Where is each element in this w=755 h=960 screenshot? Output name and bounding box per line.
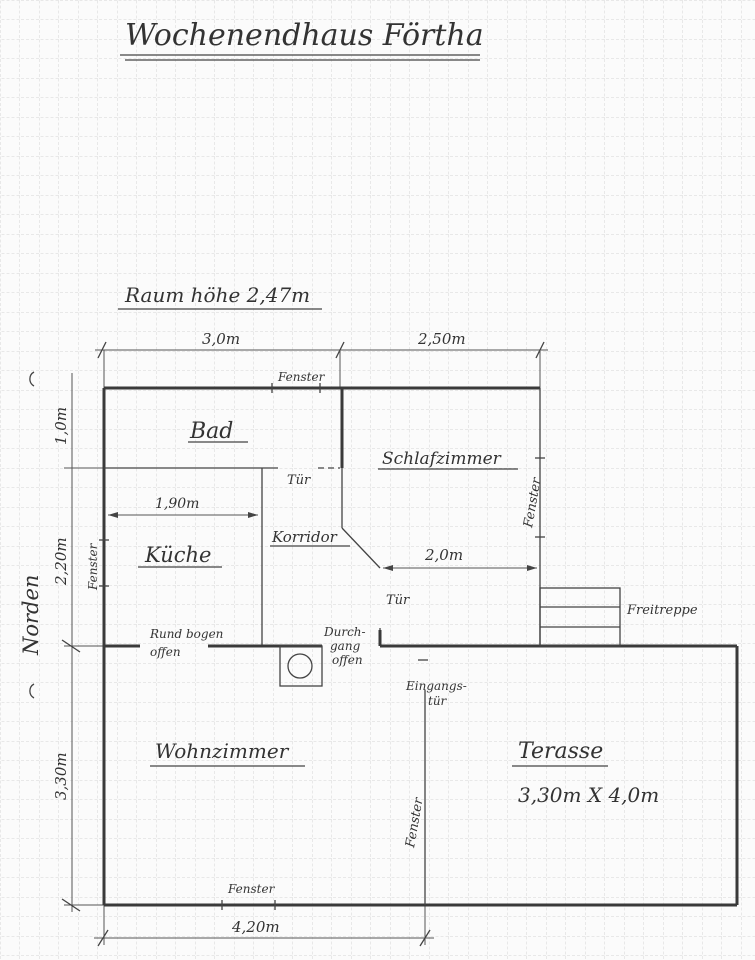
dim-left-kueche: 2,20m — [52, 537, 70, 586]
room-height: Raum höhe 2,47m — [124, 283, 310, 307]
label-eingangstuer-2: tür — [428, 694, 448, 708]
punch-hole — [29, 683, 35, 699]
room-korridor: Korridor — [271, 528, 338, 546]
dim-kueche-width: 1,90m — [155, 496, 199, 512]
room-bad: Bad — [189, 419, 233, 444]
room-kueche: Küche — [144, 543, 211, 567]
chimney-stove — [279, 645, 323, 687]
title: Wochenendhaus Förtha — [125, 18, 484, 53]
label-fenster-bottom: Fenster — [227, 882, 276, 896]
window-marks — [99, 383, 545, 910]
dim-left-bad: 1,0m — [52, 407, 70, 445]
label-durchgang-gang: gang — [330, 639, 361, 653]
dim-bottom: 4,20m — [231, 918, 280, 936]
bottom-dimension: 4,20m — [94, 905, 434, 947]
label-rundbogen: Rund bogen — [149, 627, 223, 641]
label-tuer-bad: Tür — [287, 473, 311, 488]
label-durchgang: Durch- — [323, 625, 366, 639]
label-fenster-top: Fenster — [277, 370, 326, 384]
punch-hole — [29, 371, 35, 387]
dim-left-wohn: 3,30m — [52, 752, 70, 800]
label-rundbogen-offen: offen — [150, 645, 181, 659]
freitreppe-stairs — [539, 587, 621, 647]
label-eingangstuer: Eingangs- — [405, 679, 467, 693]
room-terasse: Terasse — [518, 739, 603, 764]
label-tuer-schlaf: Tür — [386, 593, 410, 608]
dim-top-right: 2,50m — [417, 330, 466, 348]
dim-schlaf-width: 2,0m — [424, 546, 463, 564]
label-norden: Norden — [19, 575, 43, 656]
dim-top-left: 3,0m — [202, 330, 240, 348]
label-durchgang-offen: offen — [332, 653, 363, 667]
label-freitreppe: Freitreppe — [626, 603, 698, 618]
top-dimension: 3,0m 2,50m — [95, 330, 548, 388]
room-wohnzimmer: Wohnzimmer — [155, 739, 290, 763]
label-fenster-kueche: Fenster — [86, 542, 100, 591]
room-schlafzimmer: Schlafzimmer — [382, 449, 502, 469]
left-dimension: 1,0m 2,20m 3,30m — [52, 373, 104, 912]
terasse-size: 3,30m X 4,0m — [518, 783, 659, 807]
